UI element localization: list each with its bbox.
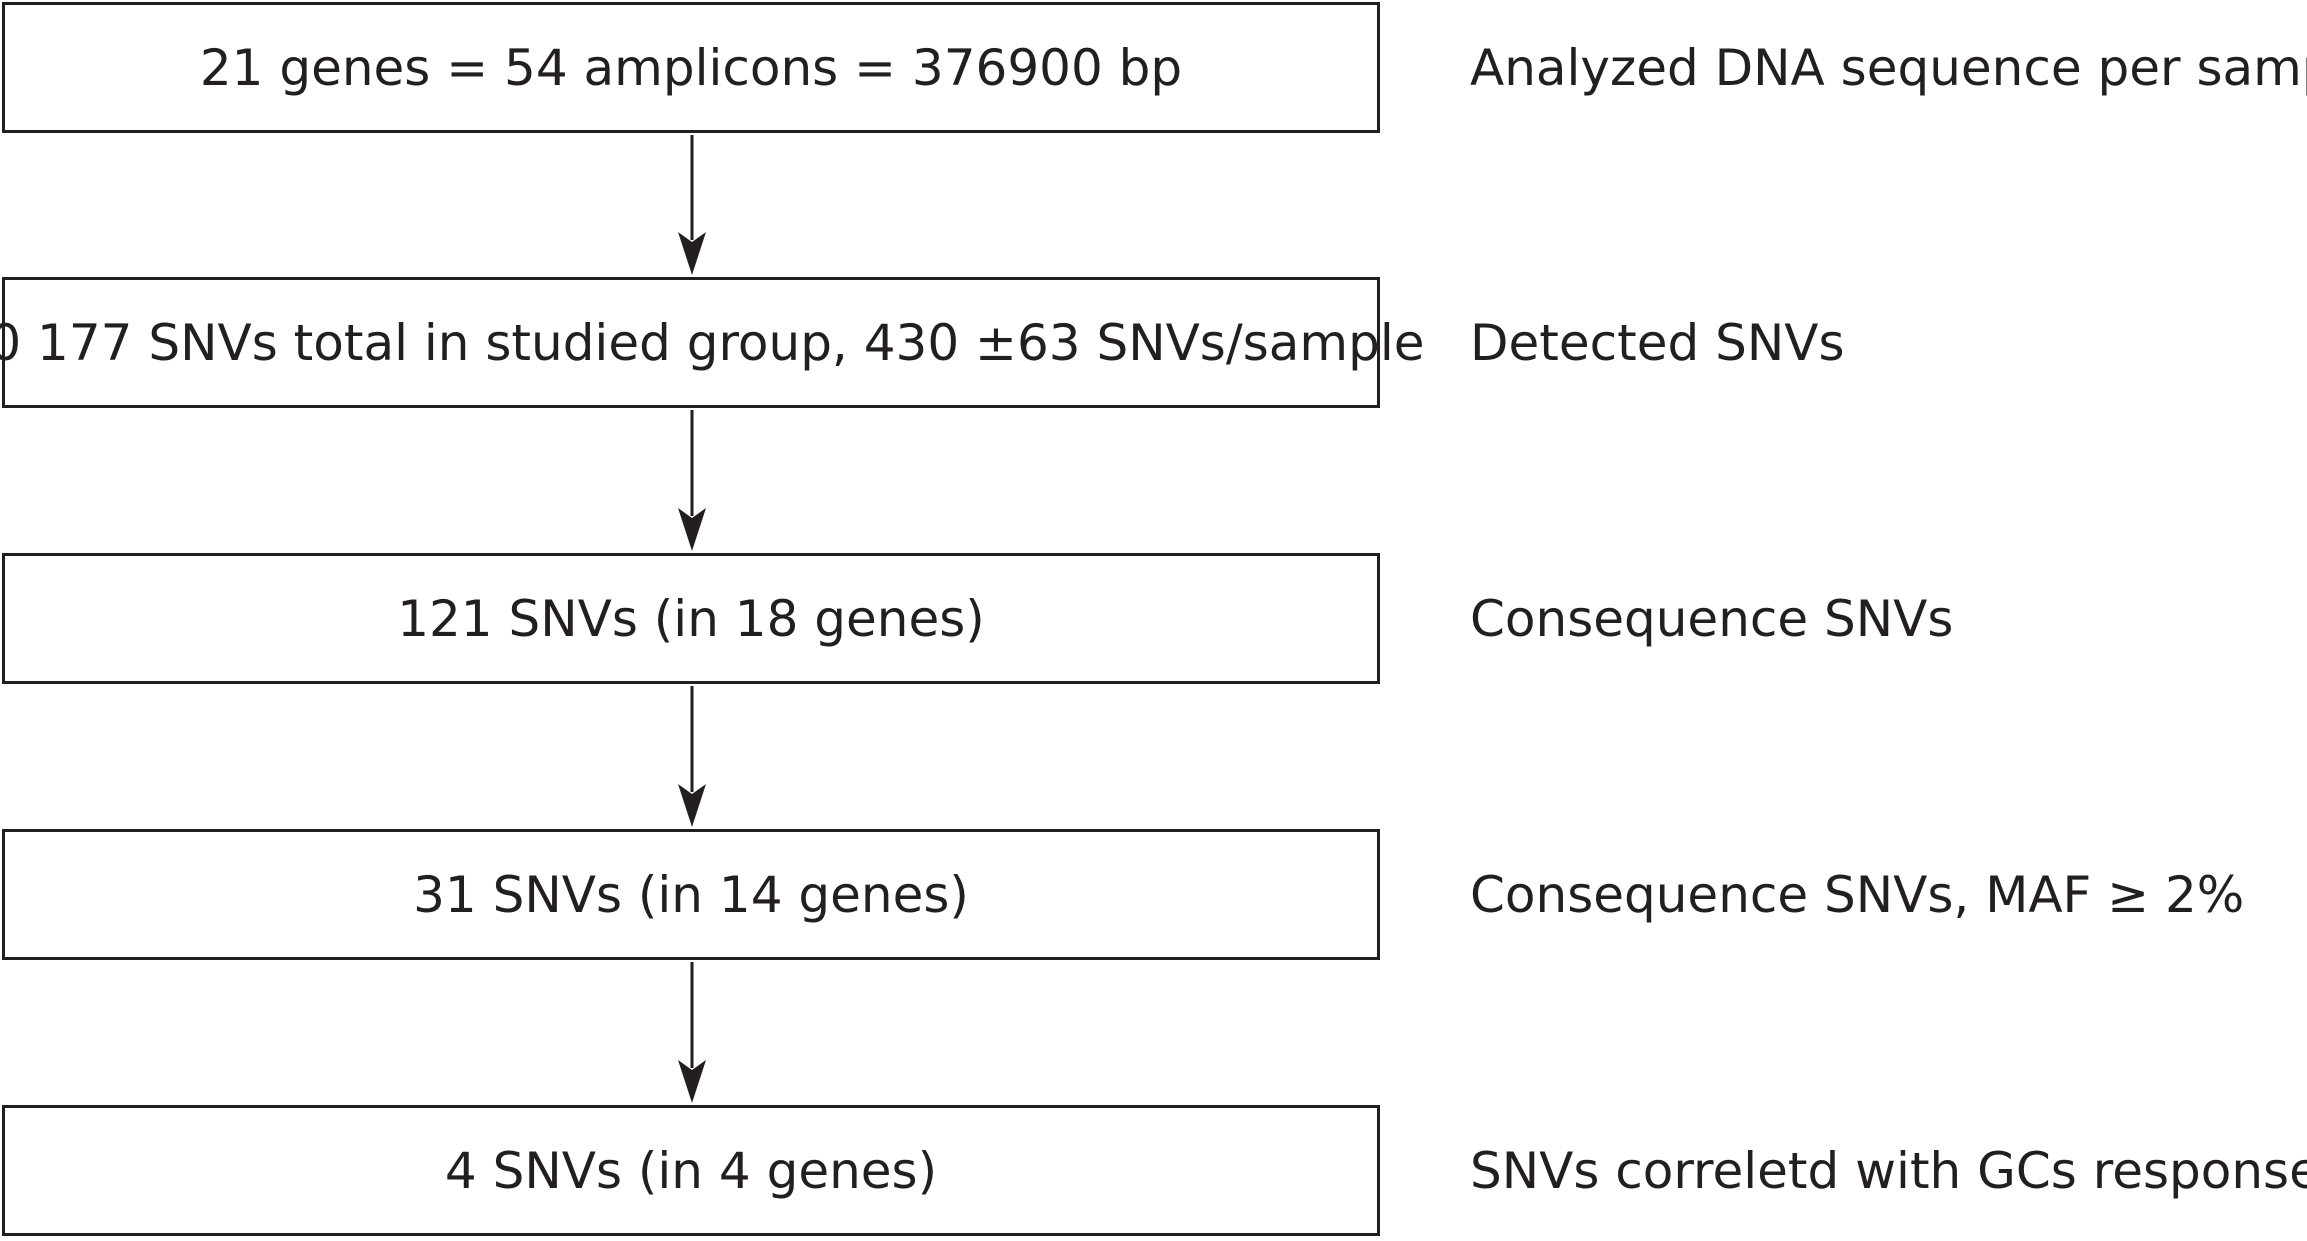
arrow-1-to-2: [678, 135, 706, 275]
arrow-2-to-3: [678, 410, 706, 551]
step-5-label: SNVs correletd with GCs response: [1470, 1141, 2307, 1200]
step-1-label: Analyzed DNA sequence per sample: [1470, 38, 2307, 97]
step-1-box: 21 genes = 54 amplicons = 376900 bp: [2, 2, 1380, 133]
step-3-box: 121 SNVs (in 18 genes): [2, 553, 1380, 684]
arrow-4-to-5: [678, 962, 706, 1103]
step-3-label: Consequence SNVs: [1470, 589, 1954, 648]
step-1-text: 21 genes = 54 amplicons = 376900 bp: [199, 38, 1183, 97]
arrow-3-to-4: [678, 686, 706, 827]
step-4-label: Consequence SNVs, MAF ≥ 2%: [1470, 865, 2245, 924]
step-5-text: 4 SNVs (in 4 genes): [444, 1141, 938, 1200]
step-2-label: Detected SNVs: [1470, 313, 1845, 372]
step-3-text: 121 SNVs (in 18 genes): [397, 589, 985, 648]
step-4-text: 31 SNVs (in 14 genes): [413, 865, 969, 924]
step-2-box: 60 177 SNVs total in studied group, 430 …: [0, 277, 1424, 408]
step-2-text: 60 177 SNVs total in studied group, 430 …: [0, 313, 1425, 372]
step-5-box: 4 SNVs (in 4 genes): [2, 1105, 1380, 1236]
step-4-box: 31 SNVs (in 14 genes): [2, 829, 1380, 960]
